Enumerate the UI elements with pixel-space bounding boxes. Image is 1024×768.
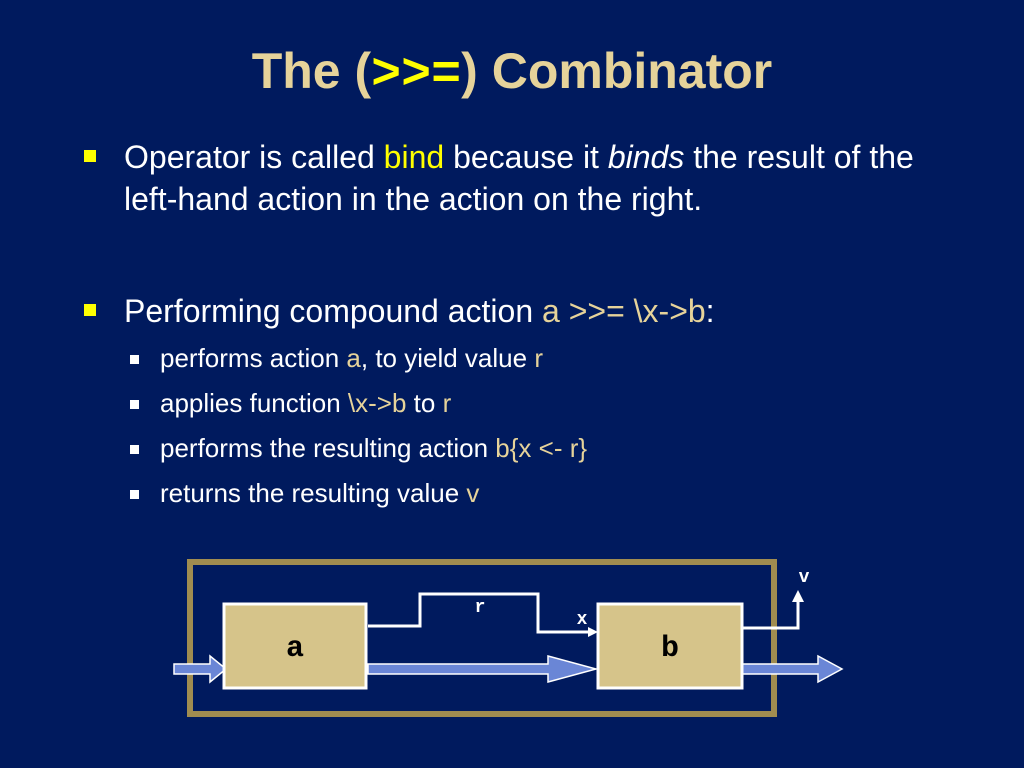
- title-operator: >>=: [371, 47, 462, 104]
- bullet-compound-action: Performing compound action a >>= \x->b:: [84, 290, 924, 332]
- sub-bullet-returns-value: returns the resulting value v: [130, 477, 930, 509]
- small-square-bullet-icon: [130, 445, 139, 454]
- compound-action-frame: [187, 559, 777, 717]
- wire-x-label: x: [577, 610, 588, 630]
- wire-r-label: r: [475, 598, 486, 618]
- keyword-bind: bind: [383, 139, 445, 175]
- action-b-label: b: [661, 632, 679, 666]
- action-a-box: [222, 602, 368, 690]
- output-v-label: v: [799, 568, 810, 588]
- square-bullet-icon: [84, 150, 96, 162]
- code-expression: a >>= \x->b: [542, 293, 706, 329]
- input-arrow-icon: [173, 654, 228, 684]
- emphasis-binds: binds: [607, 139, 685, 175]
- title-suffix: ) Combinator: [461, 43, 773, 99]
- action-a-label: a: [286, 632, 304, 666]
- action-b-box: [596, 602, 744, 690]
- result-wire: [368, 592, 592, 634]
- wire-arrowhead-icon: [588, 627, 598, 637]
- bullet-text: Operator is called bind because it binds…: [124, 139, 914, 217]
- sub-bullet-performs-action: performs action a, to yield value r: [130, 342, 930, 374]
- state-arrow-icon: [367, 655, 599, 683]
- sub-bullet-performs-resulting-action: performs the resulting action b{x <- r}: [130, 432, 930, 464]
- slide-title: The (>>=) Combinator: [0, 42, 1024, 104]
- small-square-bullet-icon: [130, 490, 139, 499]
- small-square-bullet-icon: [130, 400, 139, 409]
- value-wire: [742, 600, 800, 630]
- title-prefix: The (: [251, 43, 372, 99]
- output-arrow-icon: [741, 654, 844, 684]
- bullet-bind-explanation: Operator is called bind because it binds…: [84, 136, 924, 220]
- small-square-bullet-icon: [130, 355, 139, 364]
- sub-bullet-applies-function: applies function \x->b to r: [130, 387, 930, 419]
- value-arrowhead-icon: [792, 590, 804, 602]
- square-bullet-icon: [84, 304, 96, 316]
- bullet-text: Performing compound action a >>= \x->b:: [124, 293, 715, 329]
